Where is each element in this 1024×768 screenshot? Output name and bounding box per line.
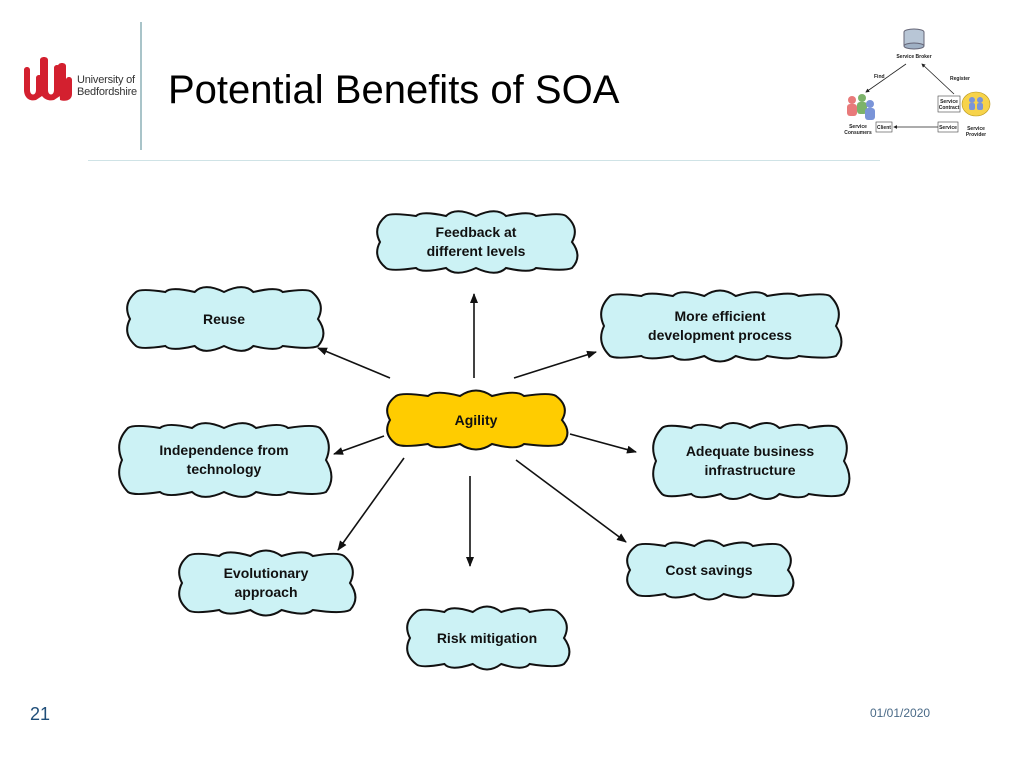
- node-independence-label: Independence from technology: [159, 442, 289, 477]
- cloud-efficient-shape: [600, 289, 843, 363]
- node-cost-label: Cost savings: [665, 561, 753, 578]
- header-divider-horizontal: [88, 160, 880, 161]
- cloud-business-shape: [652, 421, 851, 501]
- university-logo: University of Bedfordshire: [22, 56, 140, 104]
- register-label: Register: [950, 76, 970, 82]
- cloud-agility-shape: [386, 389, 569, 451]
- logo-line-1: University of: [77, 74, 135, 86]
- consumers-label-2: Consumers: [844, 130, 872, 136]
- university-logo-mark: [24, 57, 72, 101]
- arrow-to-cost: [515, 459, 627, 543]
- contract-label-2: Contract: [939, 105, 960, 111]
- slide-date: 01/01/2020: [870, 706, 931, 720]
- broker-label: Service Broker: [896, 54, 931, 60]
- cloud-risk-shape: [406, 605, 571, 671]
- arrow-to-reuse: [317, 347, 391, 379]
- provider-label-1: Service: [967, 126, 985, 132]
- node-evolutionary-label: Evolutionary approach: [223, 565, 309, 600]
- slide-title: Potential Benefits of SOA: [168, 68, 620, 112]
- node-feedback-label: Feedback at different levels: [426, 224, 526, 259]
- header-divider-vertical: [140, 22, 142, 150]
- node-cost: Cost savings: [626, 542, 792, 598]
- arrow-to-business: [569, 433, 637, 454]
- arrow-to-evolutionary: [337, 457, 405, 551]
- node-agility: Agility: [386, 392, 566, 448]
- node-feedback: Feedback at different levels: [376, 212, 576, 272]
- node-business: Adequate business infrastructure: [652, 424, 848, 498]
- arrow-to-independence: [333, 435, 385, 455]
- contract-label-1: Service: [940, 99, 958, 105]
- cloud-feedback-shape: [376, 210, 579, 274]
- consumers-icon: [847, 94, 875, 120]
- node-evolutionary: Evolutionary approach: [178, 552, 354, 614]
- provider-icon: [961, 91, 991, 117]
- node-independence: Independence from technology: [118, 424, 330, 496]
- cloud-cost-shape: [626, 539, 795, 601]
- university-logo-text: University of Bedfordshire: [77, 74, 137, 98]
- provider-label-2: Provider: [966, 132, 986, 138]
- node-risk: Risk mitigation: [406, 608, 568, 668]
- node-efficient-label: More efficient development process: [648, 308, 792, 343]
- slide-number: 21: [30, 704, 51, 724]
- node-business-label: Adequate business infrastructure: [685, 443, 815, 478]
- node-risk-label: Risk mitigation: [436, 629, 538, 646]
- database-icon: [903, 28, 925, 50]
- node-reuse-label: Reuse: [202, 310, 246, 327]
- find-label: Find: [874, 74, 885, 80]
- node-reuse: Reuse: [126, 288, 322, 350]
- node-efficient: More efficient development process: [600, 292, 840, 360]
- arrow-to-efficient: [513, 350, 597, 379]
- node-agility-label: Agility: [454, 411, 498, 428]
- soa-triangle-thumbnail: Service Broker Find Register Service Con…: [844, 28, 991, 138]
- cloud-independence-shape: [118, 422, 333, 498]
- service-label: Service: [939, 125, 957, 131]
- client-label: Client: [877, 125, 891, 131]
- cloud-reuse-shape: [126, 286, 325, 352]
- cloud-evolutionary-shape: [178, 549, 357, 617]
- logo-line-2: Bedfordshire: [77, 86, 137, 98]
- consumers-label-1: Service: [849, 124, 867, 130]
